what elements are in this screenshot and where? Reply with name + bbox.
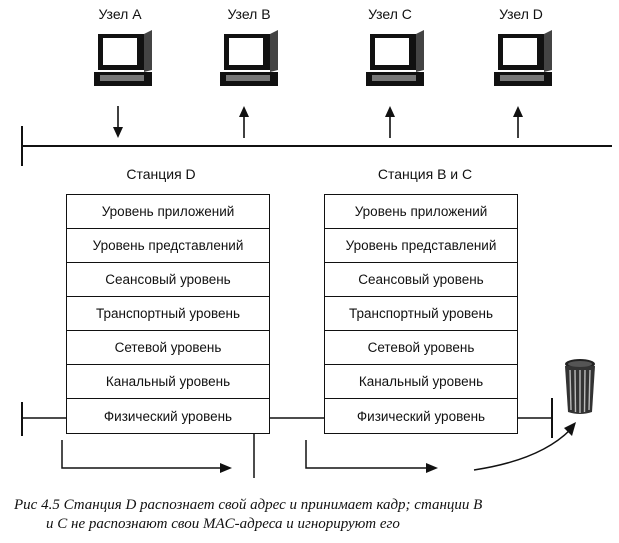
osi-layer-session: Сеансовый уровень: [67, 263, 269, 297]
computer-icon: [494, 30, 552, 86]
osi-layer-session: Сеансовый уровень: [325, 263, 517, 297]
computer-icon: [366, 30, 424, 86]
osi-layer-transport: Транспортный уровень: [67, 297, 269, 331]
osi-layer-application: Уровень приложений: [325, 195, 517, 229]
osi-layer-network: Сетевой уровень: [67, 331, 269, 365]
node-label: Узел C: [368, 6, 412, 22]
station-d-osi-stack: Уровень приложений Уровень представлений…: [66, 194, 270, 434]
osi-layer-presentation: Уровень представлений: [325, 229, 517, 263]
osi-layer-application: Уровень приложений: [67, 195, 269, 229]
node-label: Узел A: [98, 6, 142, 22]
osi-layer-physical: Физический уровень: [103, 408, 233, 424]
osi-layer-presentation: Уровень представлений: [67, 229, 269, 263]
osi-layer-datalink: Канальный уровень: [325, 365, 517, 399]
computer-icon: [220, 30, 278, 86]
arrow-up-icon: [385, 106, 395, 138]
station-bc-osi-stack: Уровень приложений Уровень представлений…: [324, 194, 518, 434]
arrow-down-icon: [113, 106, 123, 138]
arrow-up-icon: [513, 106, 523, 138]
station-bc-title: Станция B и C: [377, 166, 473, 182]
node-label: Узел B: [227, 6, 271, 22]
arrow-up-icon: [239, 106, 249, 138]
computer-icon: [94, 30, 152, 86]
osi-layer-physical: Физический уровень: [356, 408, 486, 424]
caption-line-1: Рис 4.5 Станция D распознает свой адрес …: [14, 497, 483, 513]
trash-bin-icon: [565, 359, 595, 414]
caption-line-2: и C не распознают свои MAC-адреса и игно…: [46, 516, 400, 532]
osi-layer-transport: Транспортный уровень: [325, 297, 517, 331]
node-label: Узел D: [499, 6, 543, 22]
figure-caption: Рис 4.5 Станция D распознает свой адрес …: [14, 496, 614, 534]
osi-layer-datalink: Канальный уровень: [67, 365, 269, 399]
station-d-title: Станция D: [126, 166, 196, 182]
osi-layer-network: Сетевой уровень: [325, 331, 517, 365]
